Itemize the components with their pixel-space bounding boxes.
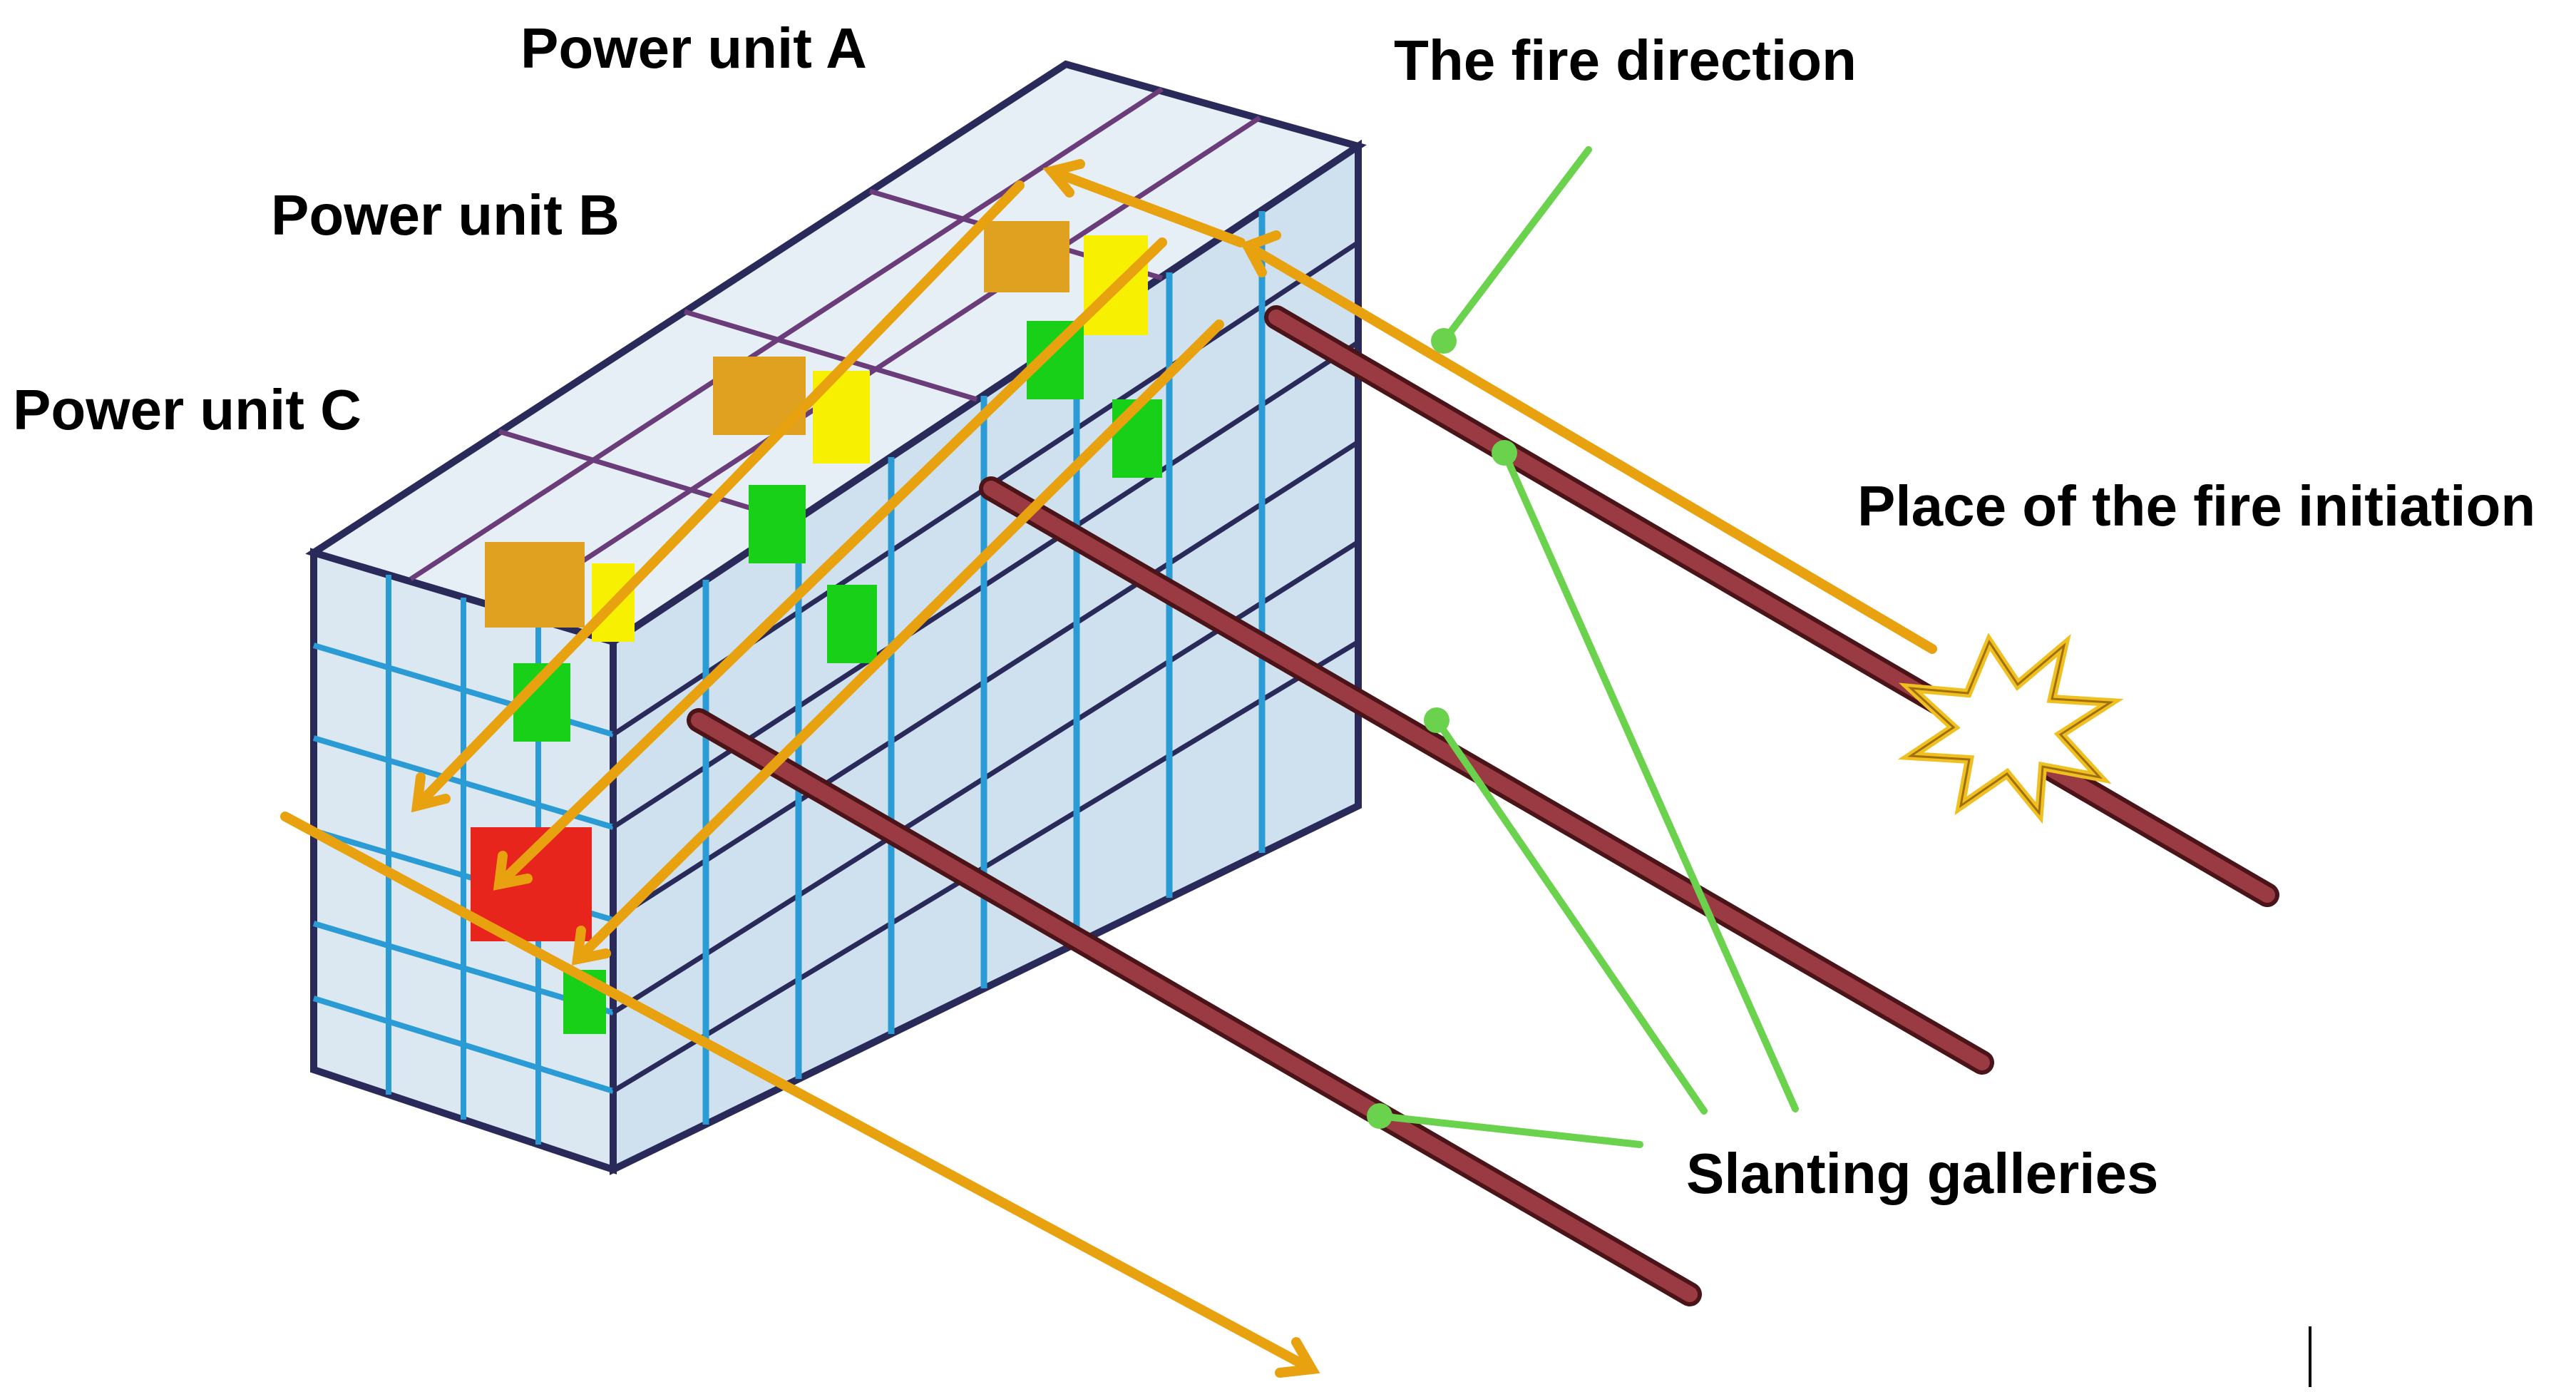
fire-direction-label: The fire direction xyxy=(1394,29,1857,92)
fire-arrow-unit-2 xyxy=(494,237,1167,889)
fire-arrow-top xyxy=(1047,166,1246,247)
leader-fire-direction xyxy=(1440,146,1592,344)
leader-gallery-a xyxy=(1501,449,1799,1112)
leader-dots xyxy=(1367,328,1517,1129)
fire-direction-arrows xyxy=(280,159,1937,1378)
fire-arrow-unit-3 xyxy=(573,319,1224,964)
power-unit-c-label: Power unit C xyxy=(13,378,361,441)
leader-lines xyxy=(1376,146,1799,1148)
power-unit-a-label: Power unit A xyxy=(520,16,867,80)
slanting-galleries xyxy=(687,305,2279,1306)
unit-a-equipment xyxy=(984,221,1162,478)
slanting-galleries-label: Slanting galleries xyxy=(1686,1142,2159,1205)
leader-gallery-b xyxy=(1433,717,1708,1115)
fire-arrow-unit-1 xyxy=(412,180,1025,811)
fire-arrow-main xyxy=(1243,241,1937,654)
power-unit-b-label: Power unit B xyxy=(271,183,620,247)
fire-burst-icon xyxy=(1897,633,2124,824)
fire-arrow-exit xyxy=(280,812,1317,1374)
fire-initiation-label: Place of the fire initiation xyxy=(1857,474,2536,538)
leader-gallery-c xyxy=(1376,1112,1643,1148)
